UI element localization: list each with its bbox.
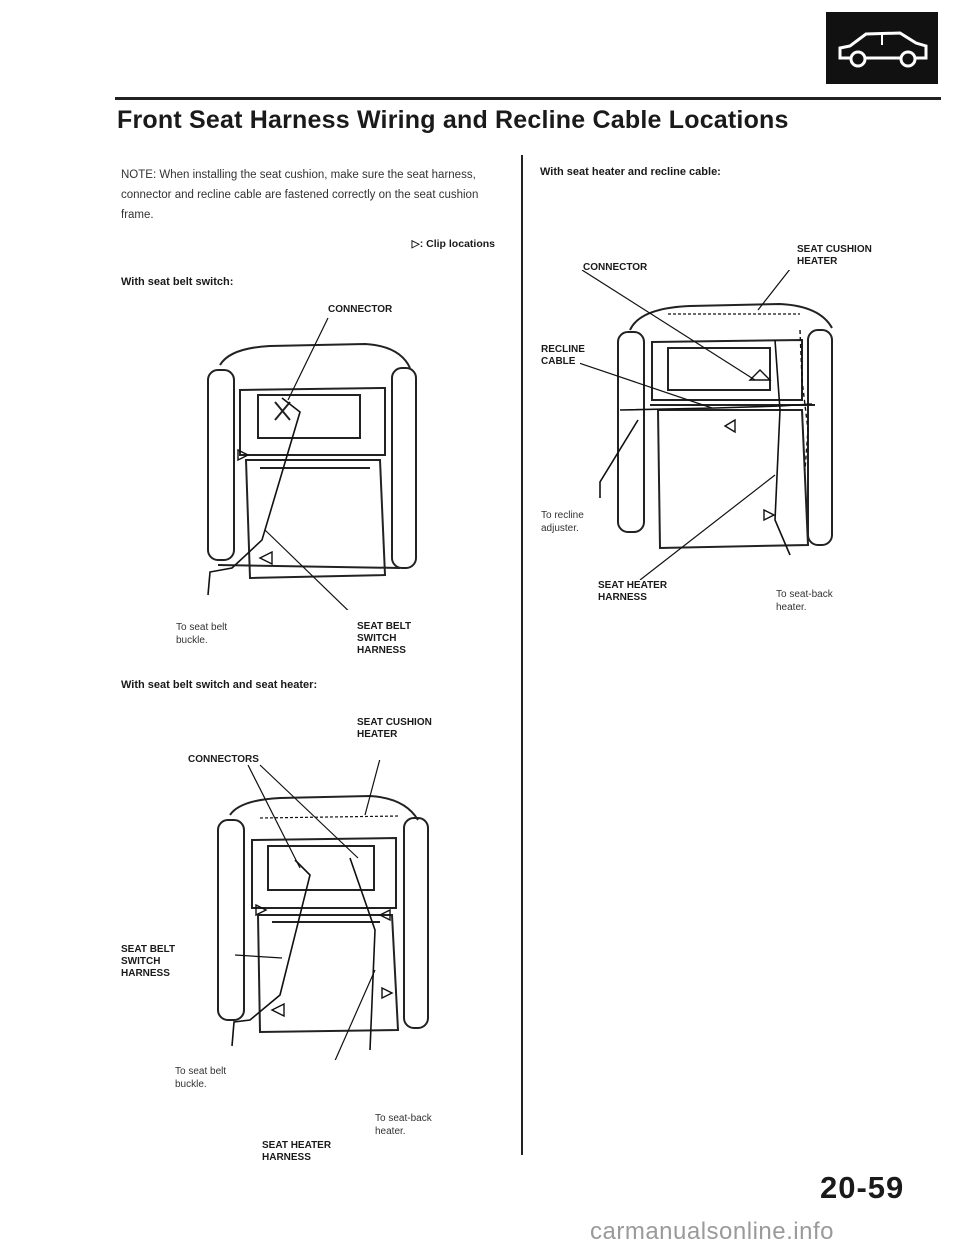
fig2-cushion-heater-label: SEAT CUSHION HEATER (357, 717, 432, 740)
watermark: carmanualsonline.info (590, 1218, 834, 1245)
car-icon (826, 12, 938, 84)
fig3-cushion-heater-label: SEAT CUSHION HEATER (797, 244, 872, 267)
header-rule (115, 97, 941, 100)
fig1-buckle-note: To seat belt buckle. (176, 622, 228, 646)
fig2-heading: With seat belt switch and seat heater: (121, 679, 318, 691)
fig3-seat-diagram (580, 270, 833, 580)
install-note: NOTE: When installing the seat cushion, … (121, 169, 479, 221)
fig2-seat-diagram (217, 760, 429, 1060)
fig1-connector-label: CONNECTOR (328, 304, 393, 315)
column-divider (521, 155, 523, 1155)
fig2-heater-note: To seat-back heater. (375, 1113, 432, 1137)
fig3-adjuster-note: To recline adjuster. (541, 510, 584, 534)
fig3-heater-harness-label: SEAT HEATER HARNESS (598, 580, 668, 603)
fig3-heater-note: To seat-back heater. (776, 589, 833, 613)
fig3-heading: With seat heater and recline cable: (540, 166, 721, 178)
fig3-recline-cable-label: RECLINE CABLE (541, 344, 585, 367)
fig1-harness-label: SEAT BELT SWITCH HARNESS (357, 621, 412, 656)
clip-legend: ▷: Clip locations (411, 238, 495, 250)
fig2-buckle-note: To seat belt buckle. (175, 1066, 227, 1090)
fig1-heading: With seat belt switch: (121, 276, 234, 288)
page-number: 20-59 (820, 1170, 905, 1205)
fig3-connector-label: CONNECTOR (583, 262, 648, 273)
fig1-seat-diagram (207, 317, 417, 610)
fig2-connectors-label: CONNECTORS (188, 754, 259, 765)
page-title: Front Seat Harness Wiring and Recline Ca… (117, 106, 789, 134)
fig2-heater-harness-label: SEAT HEATER HARNESS (262, 1140, 332, 1163)
fig2-belt-harness-label: SEAT BELT SWITCH HARNESS (121, 944, 176, 979)
